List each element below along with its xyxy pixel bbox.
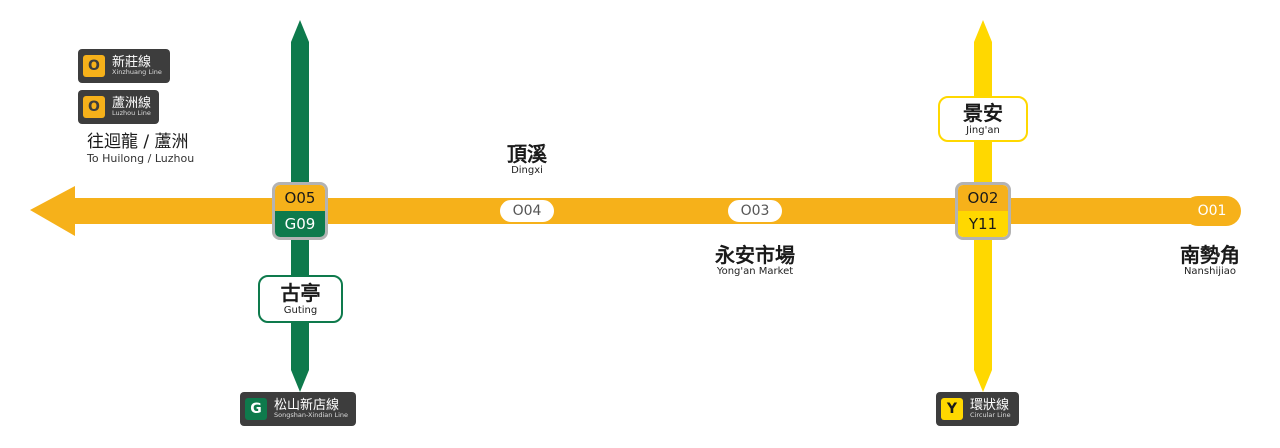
line-name-en: Songshan-Xindian Line [274, 411, 349, 420]
guting-orange-code: O05 [275, 185, 325, 211]
jingan-name-zh: 景安 [963, 100, 1003, 125]
guting-name-box: 古亭 Guting [258, 275, 343, 323]
jingan-name-en: Jing'an [966, 124, 1000, 136]
luzhou-line-badge: O 蘆洲線 Luzhou Line [78, 90, 160, 124]
line-name-zh: 新莊線 [112, 54, 152, 70]
guting-name-en: Guting [283, 304, 318, 316]
direction-zh: 往迴龍 / 蘆洲 [87, 132, 189, 152]
guting-green-code: G09 [275, 211, 325, 237]
guting-name-zh: 古亭 [280, 280, 321, 305]
yongan-name-zh: 永安市場 [715, 243, 795, 267]
line-name-zh: 松山新店線 [274, 397, 340, 413]
yongan-name-en: Yong'an Market [716, 266, 794, 277]
xinzhuang-line-badge: O 新莊線 Xinzhuang Line [78, 49, 170, 83]
line-name-en: Xinzhuang Line [112, 68, 162, 77]
nanshijiao-name-zh: 南勢角 [1180, 243, 1240, 267]
jingan-transfer-code: O02 Y11 [955, 182, 1011, 240]
direction-label: 往迴龍 / 蘆洲 To Huilong / Luzhou [87, 132, 194, 166]
yongan-code-pill: O03 [726, 198, 784, 224]
direction-en: To Huilong / Luzhou [87, 152, 195, 166]
jingan-name-box: 景安 Jing'an [938, 96, 1028, 142]
line-name-en: Luzhou Line [112, 109, 151, 118]
line-letter-o: O [83, 55, 105, 77]
jingan-yellow-code: Y11 [958, 211, 1008, 237]
line-name-en: Circular Line [970, 411, 1011, 420]
jingan-orange-code: O02 [958, 185, 1008, 211]
line-name-zh: 蘆洲線 [112, 95, 152, 111]
nanshijiao-name: 南勢角 Nanshijiao [1180, 244, 1240, 277]
line-letter-y: Y [941, 398, 963, 420]
dingxi-name-en: Dingxi [511, 165, 543, 176]
songshan-xindian-line-badge: G 松山新店線 Songshan-Xindian Line [240, 392, 357, 426]
yongan-name: 永安市場 Yong'an Market [715, 244, 795, 277]
line-letter-o: O [83, 96, 105, 118]
nanshijiao-code-pill: O01 [1183, 196, 1241, 226]
dingxi-name-zh: 頂溪 [507, 142, 547, 166]
orange-line-track [30, 186, 1237, 236]
line-letter-g: G [245, 398, 267, 420]
line-name-zh: 環狀線 [970, 397, 1010, 413]
guting-transfer-code: O05 G09 [272, 182, 328, 240]
nanshijiao-name-en: Nanshijiao [1183, 266, 1237, 277]
circular-line-badge: Y 環狀線 Circular Line [936, 392, 1019, 426]
dingxi-code-pill: O04 [498, 198, 556, 224]
dingxi-name: 頂溪 Dingxi [507, 143, 547, 176]
